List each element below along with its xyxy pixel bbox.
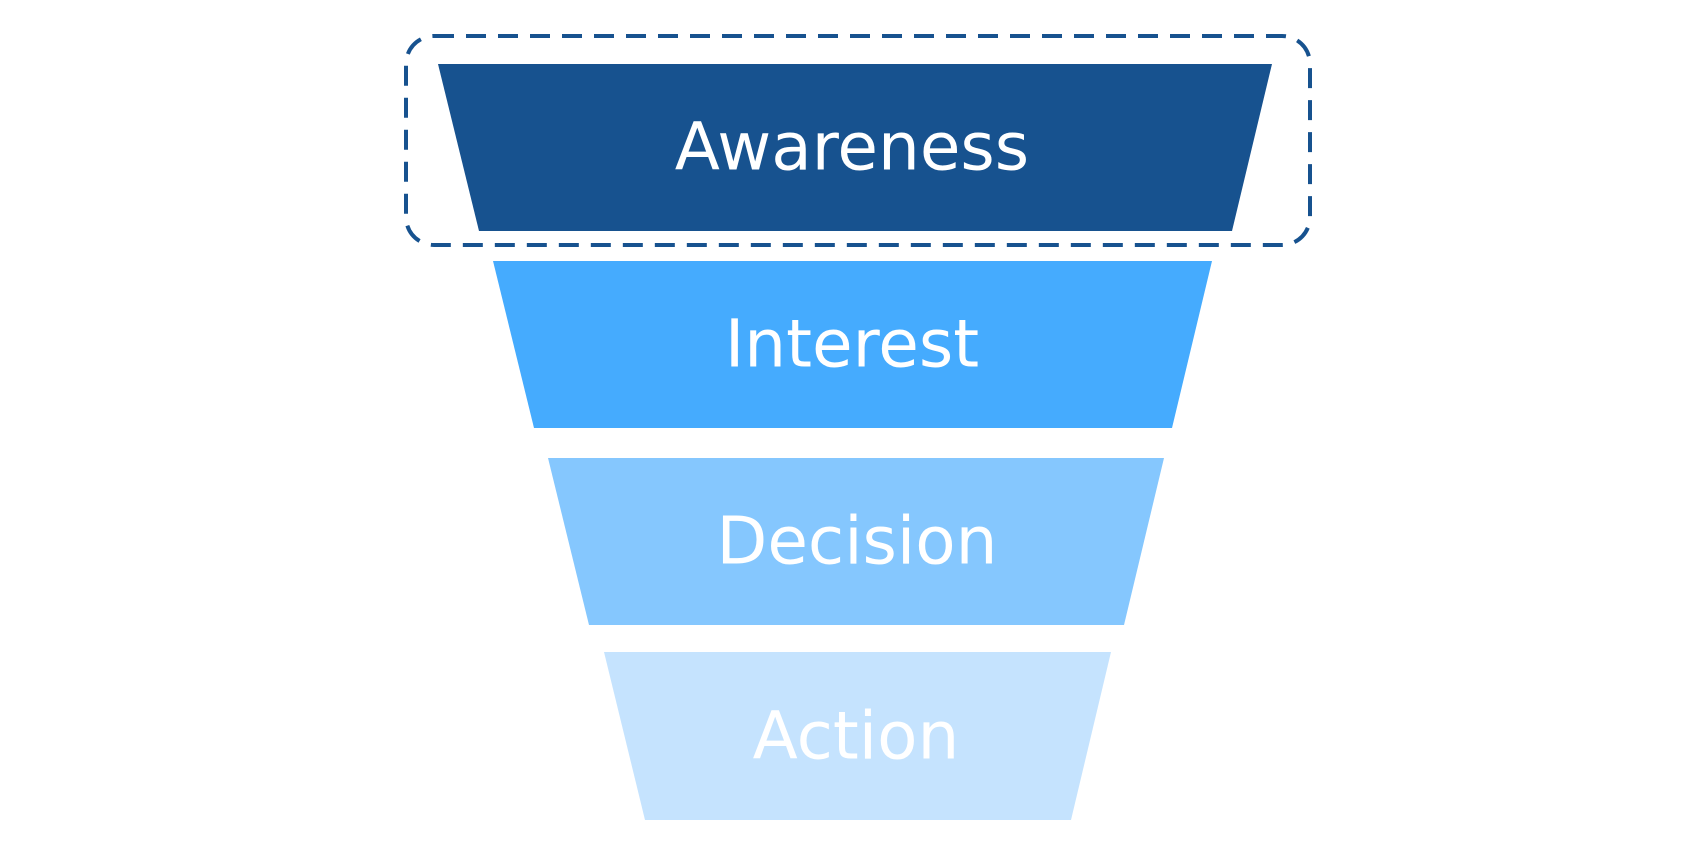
funnel-stage-decision-label: Decision xyxy=(717,503,998,580)
funnel-stage-awareness-shape xyxy=(438,64,1272,231)
funnel-stage-interest: Interest xyxy=(493,261,1212,428)
stage-highlight-frame xyxy=(404,34,1312,247)
funnel-stage-awareness: Awareness xyxy=(438,64,1272,231)
funnel-stage-awareness-label: Awareness xyxy=(675,109,1029,186)
funnel-stage-decision: Decision xyxy=(548,458,1164,625)
funnel-stage-interest-label: Interest xyxy=(725,306,979,383)
funnel-stage-interest-shape xyxy=(493,261,1212,428)
funnel-stage-action-shape xyxy=(604,652,1111,820)
funnel-stage-decision-shape xyxy=(548,458,1164,625)
funnel-stage-action: Action xyxy=(604,652,1111,820)
funnel-stage-action-label: Action xyxy=(753,698,960,775)
